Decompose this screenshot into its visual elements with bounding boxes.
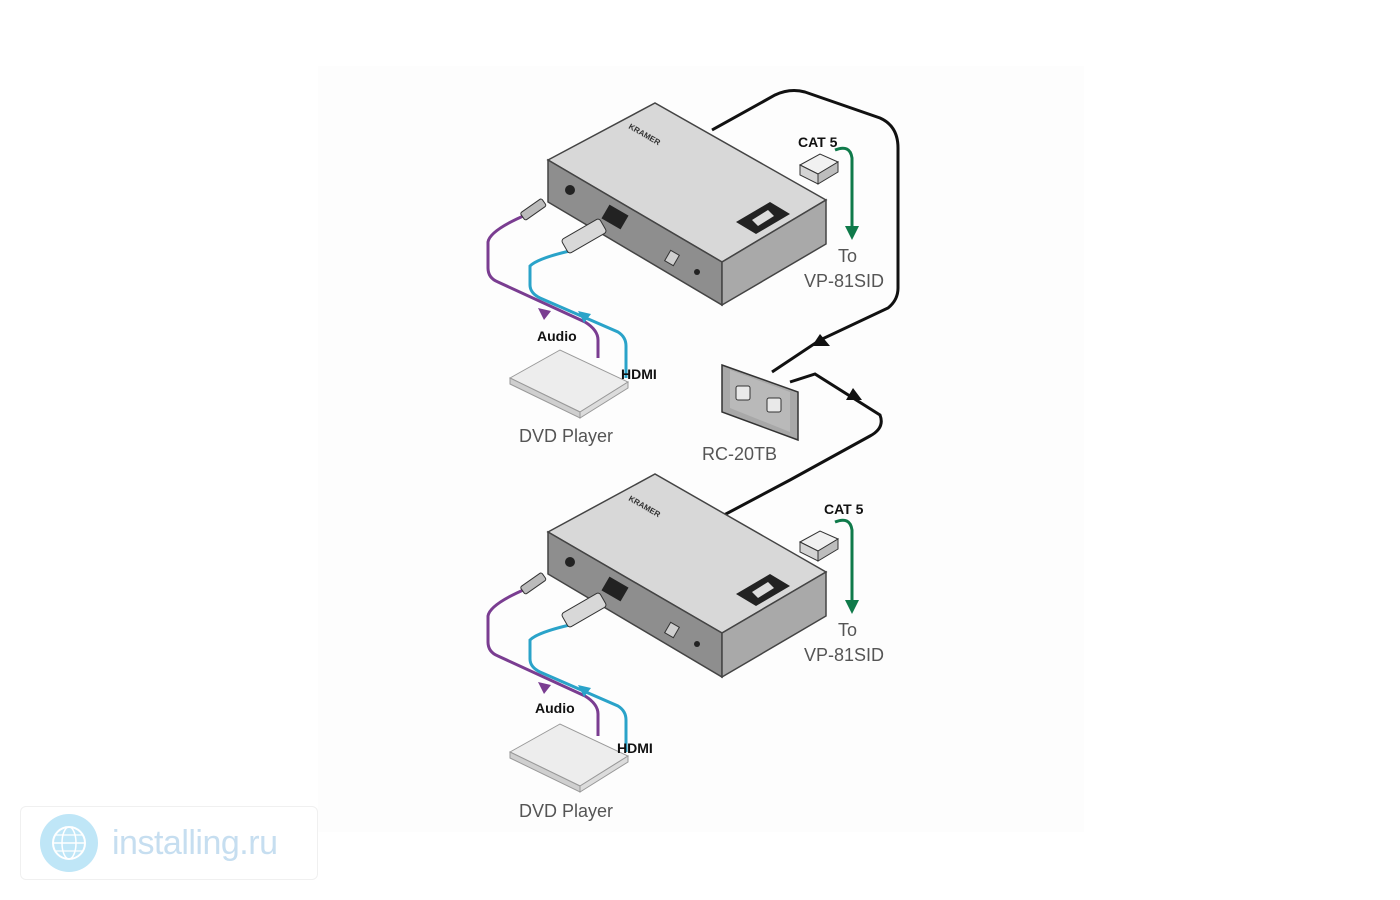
- hdmi-plug-top: [561, 218, 607, 254]
- audio-cable-top: [486, 212, 600, 358]
- control-cable-arrow-bottom: [846, 388, 862, 400]
- audio-plug-bottom: [520, 572, 547, 595]
- hdmi-cable-top: [528, 248, 628, 378]
- scaler-unit-top: KRAMER: [546, 102, 828, 307]
- hdmi-arrow-top: [578, 311, 591, 323]
- dvd-label-top: DVD Player: [519, 426, 613, 446]
- cat5-arrow-top: [834, 146, 854, 228]
- audio-arrow-bottom: [538, 682, 551, 694]
- hdmi-plug-bottom: [561, 592, 607, 628]
- scaler-unit-bottom: KRAMER: [546, 473, 828, 679]
- cat5-label-top: CAT 5: [798, 134, 838, 150]
- audio-plug-top: [520, 198, 547, 221]
- to-label-bottom: To: [838, 620, 857, 640]
- control-cable-top: [711, 89, 900, 374]
- remote-button-2: [766, 397, 782, 413]
- cat5-arrow-bottom: [834, 518, 854, 602]
- kramer-logo-icon: [736, 574, 790, 606]
- target-label-top: VP-81SID: [804, 271, 884, 291]
- audio-cable-bottom: [486, 586, 600, 736]
- to-label-top: To: [838, 246, 857, 266]
- target-label-bottom: VP-81SID: [804, 645, 884, 665]
- hdmi-label-top: HDMI: [621, 366, 657, 382]
- control-cable-arrow-top: [812, 334, 830, 346]
- remote-button-1: [735, 385, 751, 401]
- cat5-connector-bottom: [798, 530, 840, 562]
- kramer-logo-icon: [736, 202, 790, 234]
- hdmi-arrow-bottom: [578, 685, 591, 697]
- hdmi-cable-bottom: [528, 622, 628, 752]
- audio-arrow-top: [538, 308, 551, 320]
- cat5-label-bottom: CAT 5: [824, 501, 864, 517]
- rc20tb-panel: [721, 363, 799, 442]
- audio-label-bottom: Audio: [535, 700, 575, 716]
- watermark[interactable]: installing.ru: [20, 806, 318, 880]
- cat5-connector-top: [798, 153, 840, 185]
- remote-label: RC-20TB: [702, 444, 777, 464]
- hdmi-label-bottom: HDMI: [617, 740, 653, 756]
- control-cable-bottom: [723, 372, 883, 517]
- cat5-arrowhead-bottom: [845, 600, 859, 614]
- audio-label-top: Audio: [537, 328, 577, 344]
- dvd-label-bottom: DVD Player: [519, 801, 613, 821]
- cat5-arrowhead-top: [845, 226, 859, 240]
- dvd-player-bottom: [508, 723, 630, 793]
- globe-icon: [40, 814, 98, 872]
- watermark-text: installing.ru: [112, 823, 278, 862]
- dvd-player-top: [508, 349, 630, 419]
